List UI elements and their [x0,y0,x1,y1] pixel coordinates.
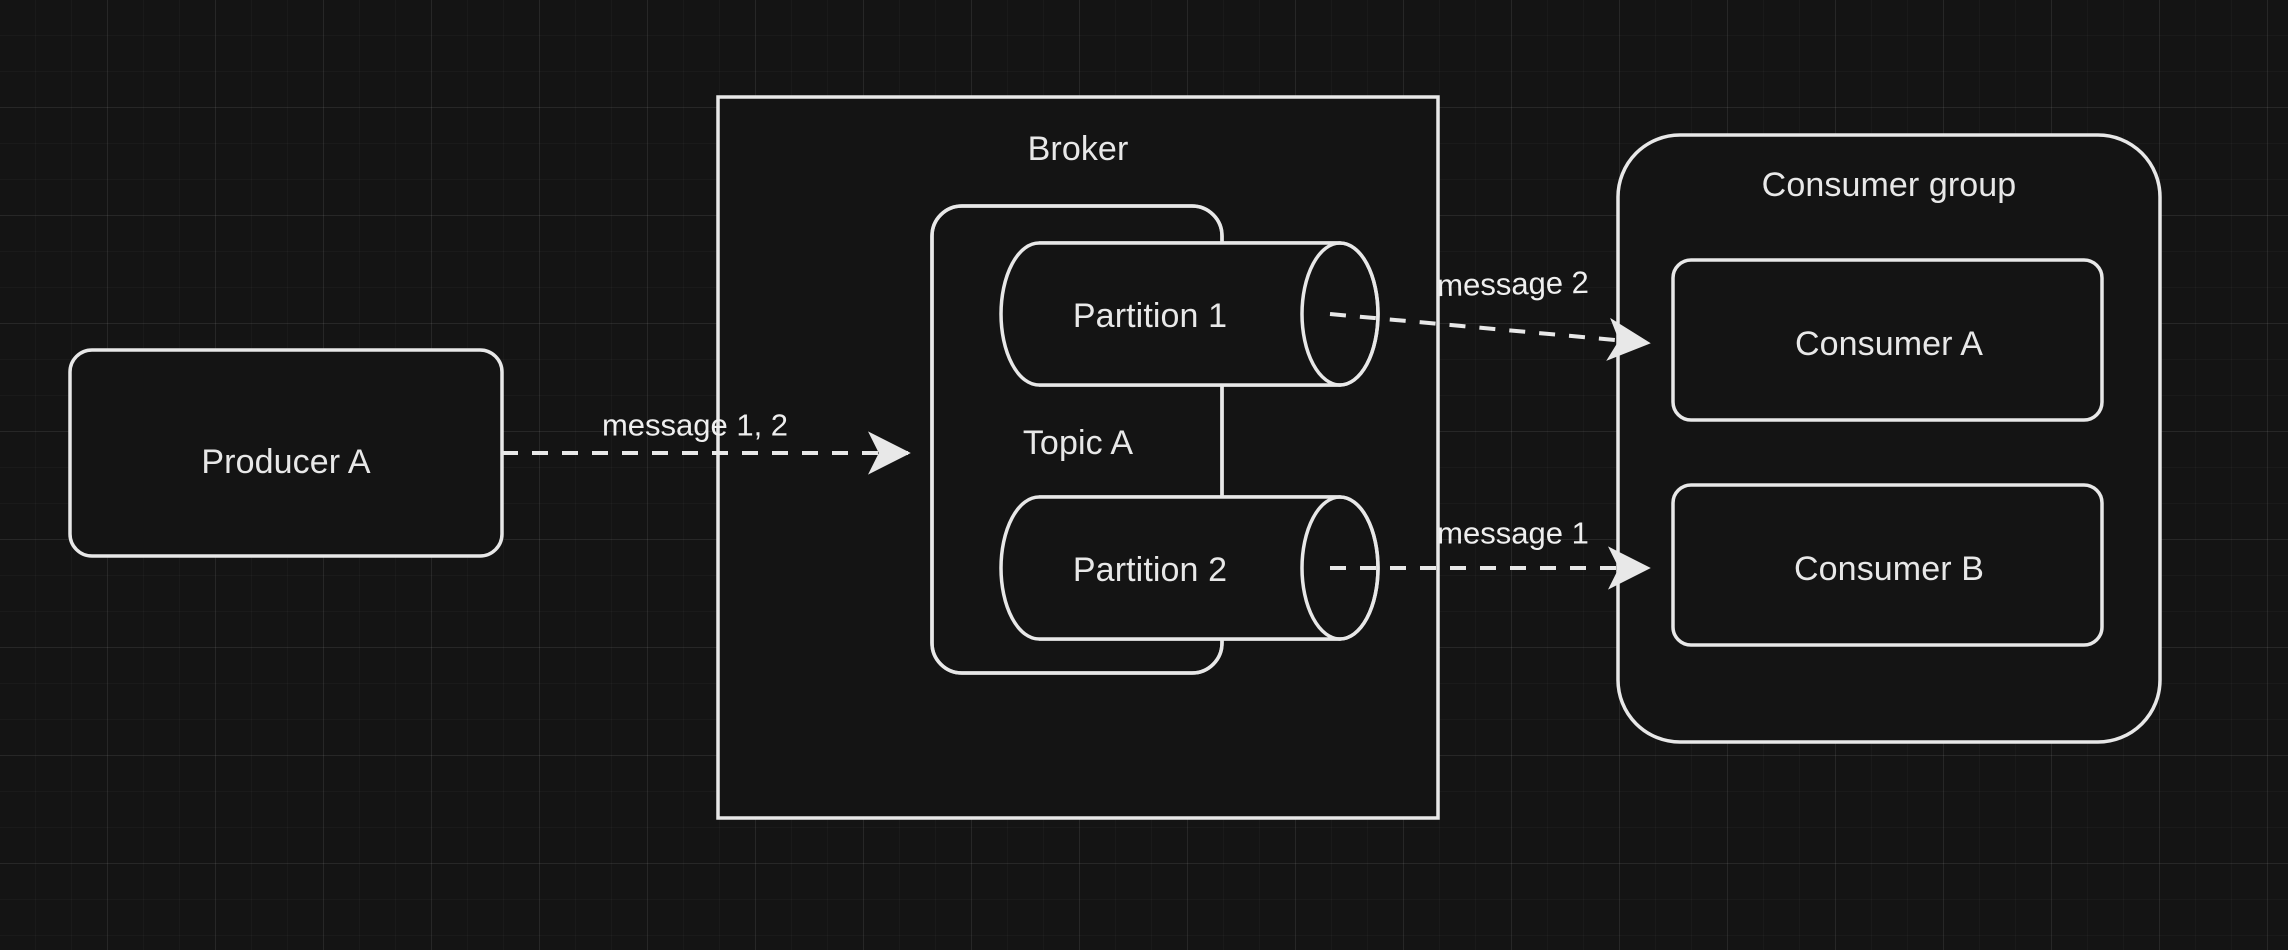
partition-1-label: Partition 1 [1072,297,1228,335]
consumer-a-shape[interactable] [1671,258,2104,422]
edge-label-partition1-to-consumer-a: message 2 [1436,264,1590,304]
consumer-b-shape[interactable] [1671,483,2104,647]
consumer-group-shape[interactable] [1616,133,2162,744]
broker-shape[interactable] [716,95,1440,820]
topic-a-shape-right [930,204,1224,675]
edge-label-partition2-to-consumer-b: message 1 [1437,515,1589,551]
partition-2-shape[interactable] [999,495,1380,641]
edge-label-producer-to-broker: message 1, 2 [601,407,789,443]
topic-a-label: Topic A [1022,424,1134,462]
broker-label: Broker [1027,130,1129,168]
partition-1-shape[interactable] [999,241,1380,387]
consumer-a-label: Consumer A [1794,325,1984,363]
edge-partition1-to-consumer-a[interactable] [1329,312,1651,361]
producer-a-label: Producer A [201,443,371,481]
partition-2-label: Partition 2 [1072,551,1228,589]
consumer-b-label: Consumer B [1794,550,1984,588]
consumer-group-label: Consumer group [1761,166,2017,204]
